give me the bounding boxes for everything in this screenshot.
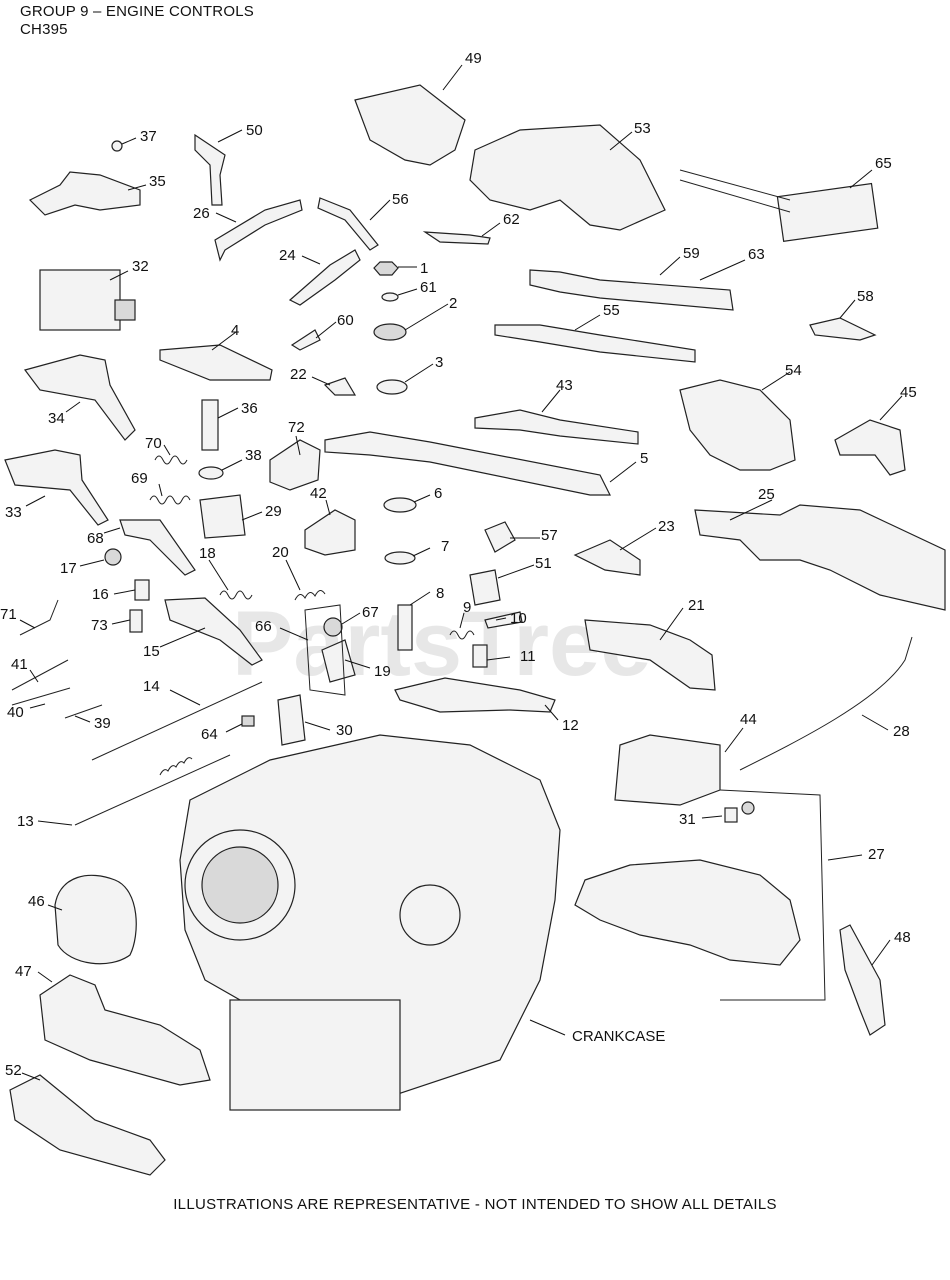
callout-36: 36	[241, 400, 258, 417]
callout-18: 18	[199, 545, 216, 562]
callout-labels: 49 53 65 37 35 50 26 56 62 24 1 61 2 3 5…	[0, 50, 917, 1079]
callout-25: 25	[758, 486, 775, 503]
callout-67: 67	[362, 604, 379, 621]
callout-41: 41	[11, 656, 28, 673]
callout-61: 61	[420, 279, 437, 296]
callout-3: 3	[435, 354, 443, 371]
callout-24: 24	[279, 247, 296, 264]
callout-15: 15	[143, 643, 160, 660]
callout-27: 27	[868, 846, 885, 863]
callout-70: 70	[145, 435, 162, 452]
callout-51: 51	[535, 555, 552, 572]
callout-62: 62	[503, 211, 520, 228]
callout-32: 32	[132, 258, 149, 275]
callout-7: 7	[441, 538, 449, 555]
callout-33: 33	[5, 504, 22, 521]
callout-56: 56	[392, 191, 409, 208]
callout-59: 59	[683, 245, 700, 262]
watermark: PartsTree	[232, 593, 651, 695]
callout-14: 14	[143, 678, 160, 695]
callout-42: 42	[310, 485, 327, 502]
callout-5: 5	[640, 450, 648, 467]
callout-6: 6	[434, 485, 442, 502]
callout-8: 8	[436, 585, 444, 602]
callout-26: 26	[193, 205, 210, 222]
callout-65: 65	[875, 155, 892, 172]
callout-69: 69	[131, 470, 148, 487]
callout-46: 46	[28, 893, 45, 910]
callout-45: 45	[900, 384, 917, 401]
callout-43: 43	[556, 377, 573, 394]
callout-64: 64	[201, 726, 218, 743]
callout-44: 44	[740, 711, 757, 728]
callout-13: 13	[17, 813, 34, 830]
callout-71: 71	[0, 606, 17, 623]
callout-28: 28	[893, 723, 910, 740]
callout-34: 34	[48, 410, 65, 427]
callout-16: 16	[92, 586, 109, 603]
callout-40: 40	[7, 704, 24, 721]
callout-21: 21	[688, 597, 705, 614]
callout-29: 29	[265, 503, 282, 520]
callout-37: 37	[140, 128, 157, 145]
callout-12: 12	[562, 717, 579, 734]
callout-49: 49	[465, 50, 482, 67]
callout-54: 54	[785, 362, 802, 379]
callout-11: 11	[520, 648, 536, 665]
leader-lines	[19, 64, 903, 1081]
callout-72: 72	[288, 419, 305, 436]
callout-38: 38	[245, 447, 262, 464]
callout-10: 10	[510, 610, 527, 627]
callout-50: 50	[246, 122, 263, 139]
crankcase-label: CRANKCASE	[572, 1028, 665, 1045]
callout-35: 35	[149, 173, 166, 190]
callout-20: 20	[272, 544, 289, 561]
callout-19: 19	[374, 663, 391, 680]
callout-68: 68	[87, 530, 104, 547]
model-number: CH395	[20, 21, 68, 38]
callout-30: 30	[336, 722, 353, 739]
callout-9: 9	[463, 599, 471, 616]
callout-53: 53	[634, 120, 651, 137]
callout-22: 22	[290, 366, 307, 383]
disclaimer-footer: ILLUSTRATIONS ARE REPRESENTATIVE - NOT I…	[173, 1196, 777, 1213]
callout-31: 31	[679, 811, 696, 828]
callout-48: 48	[894, 929, 911, 946]
callout-58: 58	[857, 288, 874, 305]
callout-1: 1	[420, 260, 428, 277]
callout-73: 73	[91, 617, 108, 634]
group-title: GROUP 9 – ENGINE CONTROLS	[20, 3, 254, 20]
callout-23: 23	[658, 518, 675, 535]
callout-39: 39	[94, 715, 111, 732]
part-illustrations	[4, 84, 946, 1176]
callout-60: 60	[337, 312, 354, 329]
callout-55: 55	[603, 302, 620, 319]
callout-66: 66	[255, 618, 272, 635]
callout-17: 17	[60, 560, 77, 577]
callout-47: 47	[15, 963, 32, 980]
callout-57: 57	[541, 527, 558, 544]
callout-2: 2	[449, 295, 457, 312]
callout-4: 4	[231, 322, 239, 339]
callout-63: 63	[748, 246, 765, 263]
callout-52: 52	[5, 1062, 22, 1079]
